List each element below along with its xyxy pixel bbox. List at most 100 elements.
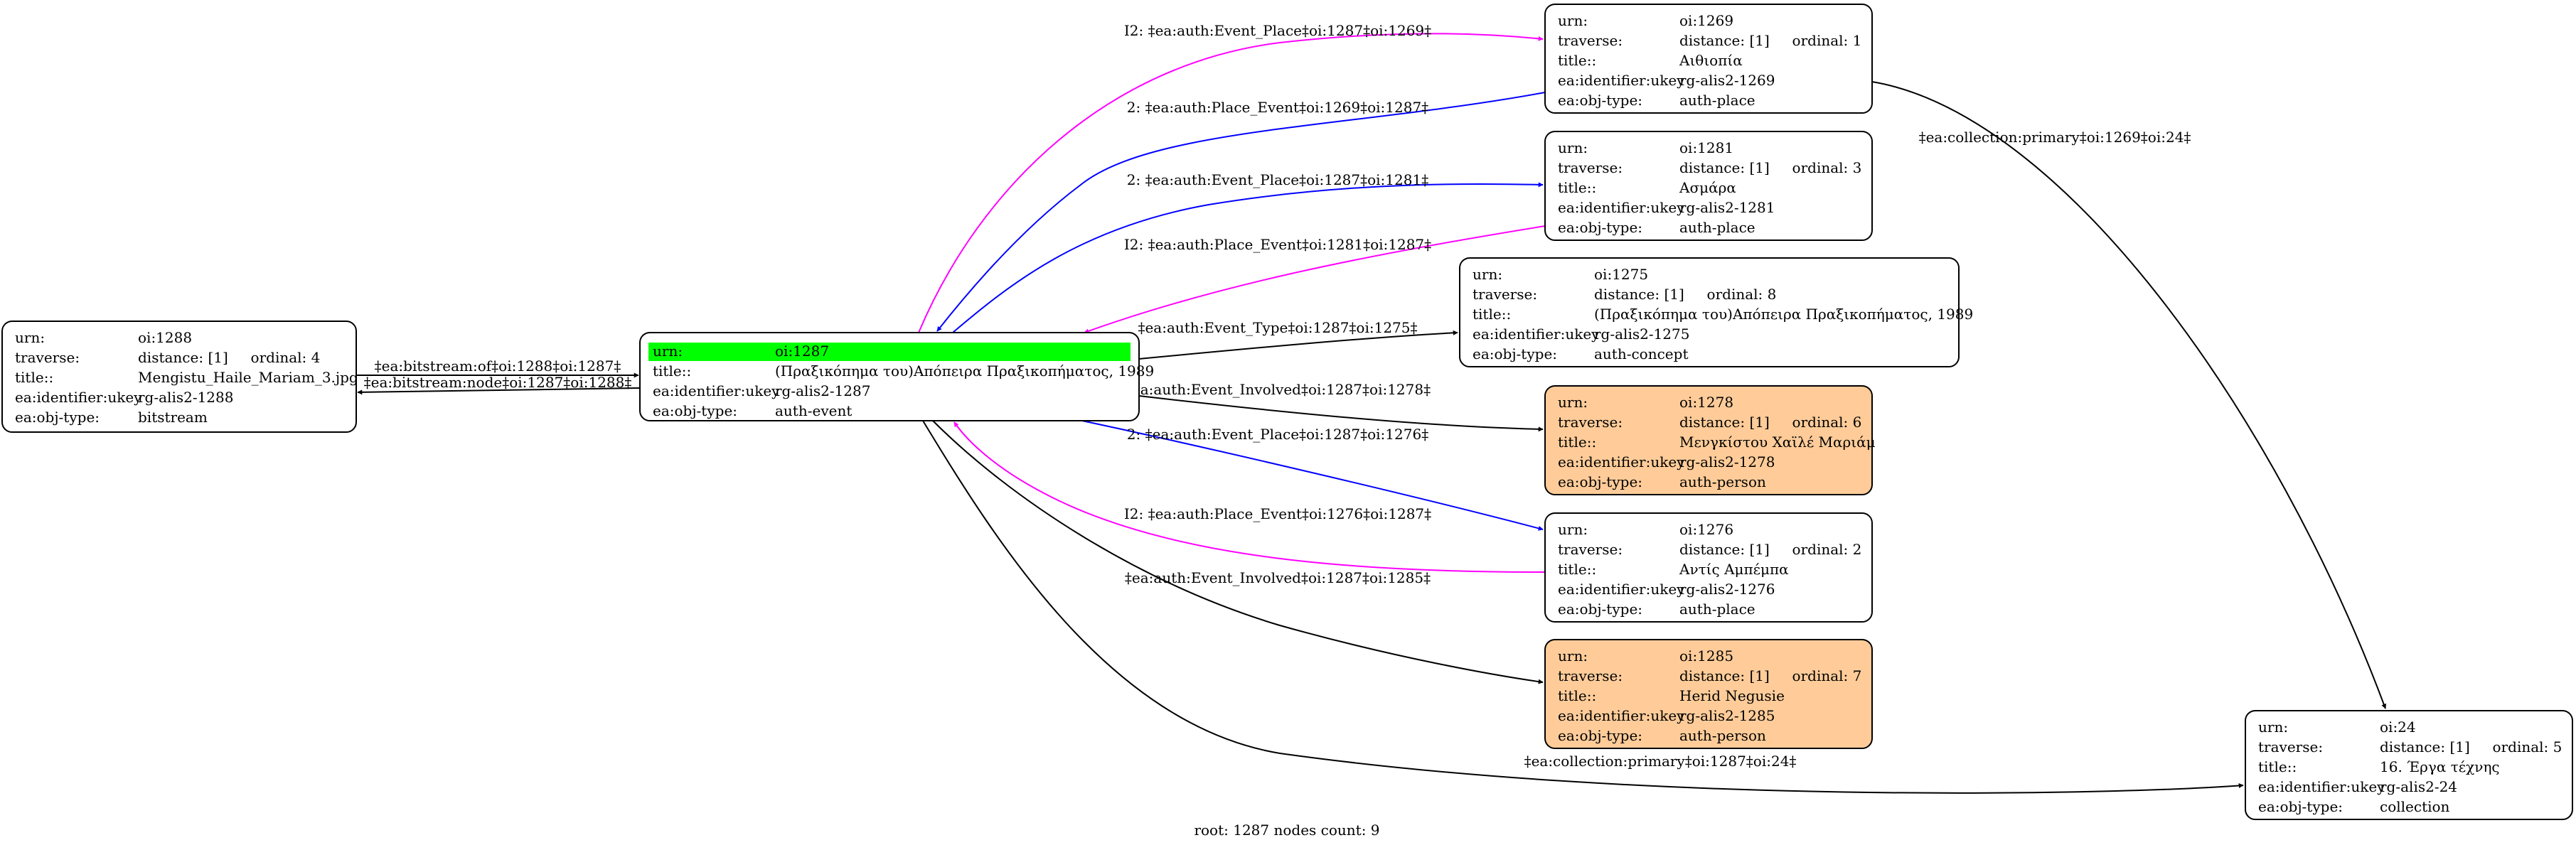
node-field-value: auth-place <box>1679 92 1755 109</box>
node-field-key: ea:identifier:ukey <box>1558 581 1685 598</box>
node-field-key: traverse: <box>1558 32 1623 49</box>
node-field-value: oi:1287 <box>775 343 829 360</box>
node-field-key: title:: <box>1558 179 1596 196</box>
node-field-key: traverse: <box>15 349 80 366</box>
edges: I2: ‡ea:auth:Event_Place‡oi:1287‡oi:1269… <box>356 22 2387 794</box>
node-field-value: Mengistu_Haile_Mariam_3.jpg <box>138 369 358 386</box>
edge-label: 2: ‡ea:auth:Event_Place‡oi:1287‡oi:1276‡ <box>1127 426 1428 443</box>
node-field-value: auth-concept <box>1594 345 1688 362</box>
root-highlight-bar <box>648 343 1131 361</box>
node-field-value: oi:1275 <box>1594 266 1648 283</box>
edge-label: ‡ea:auth:Event_Type‡oi:1287‡oi:1275‡ <box>1138 319 1417 336</box>
node-field-key: urn: <box>1558 139 1588 156</box>
edge: 2: ‡ea:auth:Place_Event‡oi:1269‡oi:1287‡ <box>936 92 1546 332</box>
node-field-value: distance: [1] ordinal: 1 <box>1679 32 1861 49</box>
edge: ‡ea:auth:Event_Involved‡oi:1287‡oi:1278‡ <box>1125 381 1544 432</box>
edge: 2: ‡ea:auth:Event_Place‡oi:1287‡oi:1281‡ <box>952 171 1544 333</box>
node-field-value: Μενγκίστου Χαϊλέ Μαριάμ <box>1679 434 1876 451</box>
node-field-value: Ασμάρα <box>1679 179 1736 196</box>
node-field-key: traverse: <box>2258 738 2323 755</box>
node-field-value: oi:1285 <box>1679 647 1733 664</box>
node-field-value: rg-alis2-1287 <box>775 382 870 399</box>
node-field-value: collection <box>2380 798 2450 815</box>
edge-line <box>357 387 641 395</box>
node-field-value: bitstream <box>138 409 208 426</box>
node-field-key: urn: <box>1558 394 1588 411</box>
node-field-key: ea:identifier:ukey <box>653 382 780 399</box>
edge-label: ‡ea:collection:primary‡oi:1269‡oi:24‡ <box>1919 129 2191 146</box>
node-box <box>1544 131 1873 241</box>
node-field-key: title:: <box>2258 758 2297 775</box>
node-field-value: oi:1278 <box>1679 394 1733 411</box>
node-field-key: ea:obj-type: <box>15 409 100 426</box>
node-field-key: title:: <box>1558 561 1596 578</box>
node-field-key: traverse: <box>1558 414 1623 431</box>
nodes: urn: oi:1288 traverse: distance: [1] ordina… <box>1 4 2573 820</box>
node-field-key: ea:identifier:ukey <box>2258 778 2385 795</box>
edge-line <box>936 92 1546 332</box>
edge-line <box>1081 420 1544 531</box>
edge-line <box>953 421 1546 573</box>
node-field-key: traverse: <box>1473 286 1537 303</box>
edge: ‡ea:bitstream:node‡oi:1287‡oi:1288‡ <box>357 374 641 395</box>
node-field-key: title:: <box>1558 687 1596 704</box>
edge-label: ‡ea:bitstream:of‡oi:1288‡oi:1287‡ <box>375 357 621 375</box>
node-field-key: ea:identifier:ukey <box>1473 325 1600 343</box>
node-field-value: (Πραξικόπημα του)Απόπειρα Πραξικοπήματος… <box>775 362 1154 380</box>
node-field-key: urn: <box>15 329 45 346</box>
node-field-value: oi:1288 <box>138 329 192 346</box>
node-box <box>1544 385 1873 495</box>
edge-label: ‡ea:bitstream:node‡oi:1287‡oi:1288‡ <box>364 374 632 391</box>
node-box <box>2245 710 2573 820</box>
node-field-value: rg-alis2-1288 <box>138 389 233 406</box>
node-field-value: distance: [1] ordinal: 7 <box>1679 667 1861 684</box>
edge-label: ‡ea:auth:Event_Involved‡oi:1287‡oi:1278‡ <box>1125 381 1431 398</box>
node-field-value: Herid Negusie <box>1679 687 1785 704</box>
node-field-key: ea:obj-type: <box>1558 473 1642 490</box>
edge: ‡ea:collection:primary‡oi:1287‡oi:24‡ <box>922 420 2244 794</box>
edge-label: ‡ea:collection:primary‡oi:1287‡oi:24‡ <box>1524 753 1797 770</box>
edge: ‡ea:collection:primary‡oi:1269‡oi:24‡ <box>1871 81 2387 709</box>
node-box <box>1544 512 1873 623</box>
node-field-value: rg-alis2-1275 <box>1594 325 1689 343</box>
node-field-key: ea:identifier:ukey <box>1558 453 1685 470</box>
node-field-value: distance: [1] ordinal: 6 <box>1679 414 1861 431</box>
node-field-value: auth-person <box>1679 473 1766 490</box>
node-field-key: urn: <box>2258 718 2288 736</box>
node-field-value: oi:24 <box>2380 718 2416 736</box>
edge: I2: ‡ea:auth:Place_Event‡oi:1276‡oi:1287… <box>953 421 1546 573</box>
node-field-key: title:: <box>15 369 53 386</box>
node-field-value: distance: [1] ordinal: 8 <box>1594 286 1776 303</box>
node-field-value: rg-alis2-1285 <box>1679 707 1775 724</box>
node-box <box>1 321 357 433</box>
node-box <box>1544 4 1873 114</box>
edge-label: 2: ‡ea:auth:Event_Place‡oi:1287‡oi:1281‡ <box>1127 171 1428 188</box>
node-field-value: rg-alis2-1281 <box>1679 199 1775 216</box>
edge-line <box>952 182 1544 333</box>
edge-line <box>932 420 1544 684</box>
edge: 2: ‡ea:auth:Event_Place‡oi:1287‡oi:1276‡ <box>1081 420 1544 531</box>
node-field-value: distance: [1] ordinal: 4 <box>138 349 320 366</box>
node-n1278[interactable]: urn: oi:1278 traverse: distance: [1] ordina… <box>1544 385 1876 495</box>
edge: I2: ‡ea:auth:Event_Place‡oi:1287‡oi:1269… <box>918 22 1544 333</box>
edge-label: I2: ‡ea:auth:Event_Place‡oi:1287‡oi:1269… <box>1124 22 1431 39</box>
node-field-key: ea:obj-type: <box>1558 92 1642 109</box>
node-field-key: urn: <box>1558 647 1588 664</box>
node-field-value: rg-alis2-24 <box>2380 778 2457 795</box>
node-field-value: auth-event <box>775 402 852 419</box>
node-n1288[interactable]: urn: oi:1288 traverse: distance: [1] ordina… <box>1 321 358 433</box>
node-field-key: title:: <box>1558 434 1596 451</box>
node-field-key: traverse: <box>1558 541 1623 558</box>
edge: ‡ea:bitstream:of‡oi:1288‡oi:1287‡ <box>356 357 639 378</box>
node-field-key: urn: <box>653 343 683 360</box>
edge-label: ‡ea:auth:Event_Involved‡oi:1287‡oi:1285‡ <box>1125 569 1431 586</box>
edge-label: 2: ‡ea:auth:Place_Event‡oi:1269‡oi:1287‡ <box>1127 99 1428 116</box>
